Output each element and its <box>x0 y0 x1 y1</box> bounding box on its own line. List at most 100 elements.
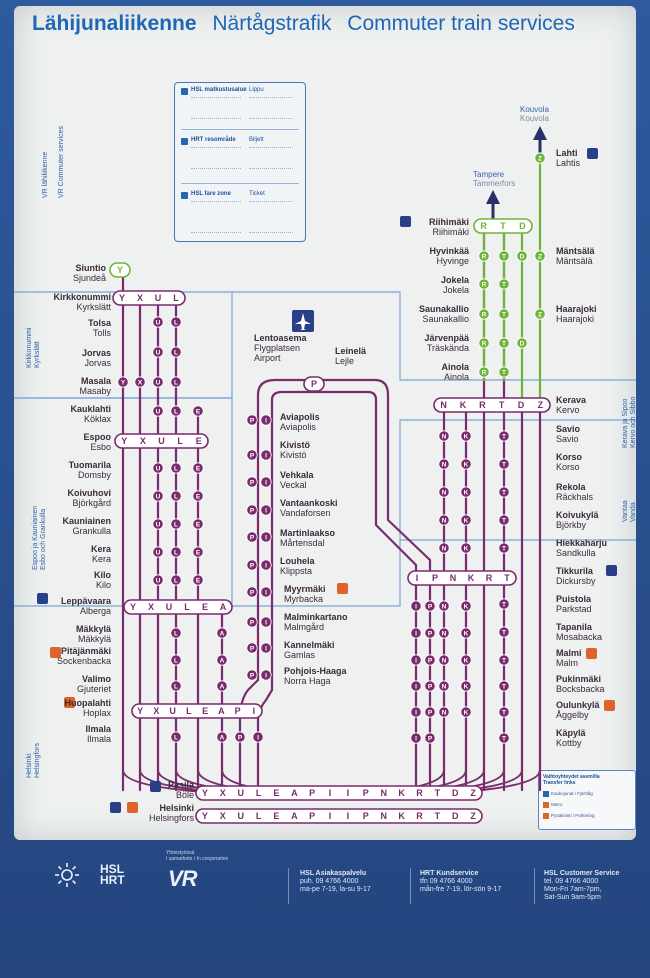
stop-line-letter: U <box>156 493 161 500</box>
stop-line-letter: L <box>174 549 178 556</box>
station-stop-marker <box>438 430 450 442</box>
stop-line-letter: I <box>257 734 259 741</box>
station-name-sv: Aviapolis <box>280 422 316 432</box>
station-name-sv: Mosabacka <box>556 632 603 642</box>
station-name-sv: Vandaforsen <box>280 508 331 518</box>
station-name-sv: Björkgård <box>72 498 111 508</box>
station-name-fi: Louhela <box>280 556 315 566</box>
huopalahti-pill <box>131 703 263 719</box>
station-name-fi: Tolsa <box>88 318 111 328</box>
station-name-en: Airport <box>254 353 281 363</box>
stop-line-letter: A <box>220 630 225 637</box>
station-stop-marker <box>498 732 510 744</box>
pill-line-letter: N <box>450 573 457 583</box>
stop-line-letter: L <box>174 349 178 356</box>
station-name-sv: Mäkkylä <box>77 634 111 644</box>
stop-line-letter: P <box>250 507 255 514</box>
station-name-sv: Jokela <box>442 285 469 295</box>
station-stop-marker <box>516 337 528 349</box>
pill-line-letter: P <box>363 811 369 821</box>
stop-line-letter: L <box>174 683 178 690</box>
stop-line-letter: P <box>250 479 255 486</box>
stop-line-letter: D <box>520 253 525 260</box>
station-stop-marker <box>498 680 510 692</box>
stop-line-letter: P <box>250 534 255 541</box>
station-name-fi: Haarajoki <box>556 304 597 314</box>
station-name-sv: Savio <box>556 434 579 444</box>
stop-line-letter: I <box>415 630 417 637</box>
station-stop-marker <box>216 680 228 692</box>
pill-line-letter: T <box>500 221 506 231</box>
pill-line-letter: R <box>416 788 423 798</box>
station-name-sv: Domsby <box>77 470 111 480</box>
station-stop-marker <box>152 518 164 530</box>
stop-line-letter: K <box>464 461 469 468</box>
station-stop-marker <box>438 680 450 692</box>
stop-line-letter: U <box>156 577 161 584</box>
stop-line-letter: R <box>482 281 487 288</box>
pill-line-letter: L <box>173 293 179 303</box>
title-sv: Närtågstrafik <box>212 12 332 35</box>
stop-line-letter: I <box>415 735 417 742</box>
station-name-sv: Hyvinge <box>436 256 469 266</box>
title-fi: Lähijunaliikenne <box>32 12 197 35</box>
pill-line-letter: K <box>398 788 405 798</box>
station-stop-marker <box>170 546 182 558</box>
area-label-espoo-sv: Esbo och Grankulla <box>40 508 47 570</box>
stop-line-letter: K <box>464 709 469 716</box>
stop-line-letter: U <box>156 549 161 556</box>
stop-line-letter: T <box>502 683 506 690</box>
stop-line-letter: T <box>502 629 506 636</box>
footer-contact-sv: HRT Kundservice tfn 09 4766 4000 mån-fre… <box>420 870 502 893</box>
route-line-P-ring <box>238 378 432 790</box>
stop-line-letter: L <box>174 577 178 584</box>
station-stop-marker <box>498 458 510 470</box>
station-stop-marker <box>260 642 272 654</box>
vr-cooperation-text: Yhteistyössä I samarbete / In cooperatio… <box>166 850 229 862</box>
stop-line-letter: T <box>502 601 506 608</box>
station-stop-marker <box>498 626 510 638</box>
station-stop-marker <box>438 627 450 639</box>
stop-line-letter: P <box>428 709 433 716</box>
stop-line-letter: I <box>265 589 267 596</box>
station-name-sv: Masaby <box>79 386 111 396</box>
hsl-icon <box>181 88 188 95</box>
station-name-fi: Tuomarila <box>68 460 111 470</box>
station-stop-marker <box>498 250 510 262</box>
parking-icon <box>543 813 549 819</box>
station-name-fi: Lahti <box>556 148 578 158</box>
station-stop-marker <box>246 531 258 543</box>
station-name-fi: Pitäjänmäki <box>60 646 111 656</box>
station-stop-marker <box>170 346 182 358</box>
stop-line-letter: P <box>250 417 255 424</box>
stop-line-letter: T <box>502 340 506 347</box>
stop-line-letter: N <box>442 517 447 524</box>
area-label-vr-sv: VR Commuter services <box>58 126 65 198</box>
pill-line-letter: T <box>504 573 510 583</box>
stop-line-letter: T <box>502 369 506 376</box>
station-stop-marker <box>252 731 264 743</box>
station-name-fi: Malmi <box>556 648 582 658</box>
stop-line-letter: N <box>442 489 447 496</box>
station-name-fi: Valimo <box>81 674 111 684</box>
station-stop-marker <box>410 706 422 718</box>
station-stop-marker <box>117 376 129 388</box>
pill-line-letter: A <box>220 602 227 612</box>
station-stop-marker <box>498 514 510 526</box>
station-name-sv: Klippsta <box>280 566 313 576</box>
pill-line-letter: Z <box>470 811 476 821</box>
station-stop-marker <box>192 462 204 474</box>
area-label-helsinki-sv: Helsingfors <box>34 742 41 778</box>
station-stop-marker <box>170 654 182 666</box>
